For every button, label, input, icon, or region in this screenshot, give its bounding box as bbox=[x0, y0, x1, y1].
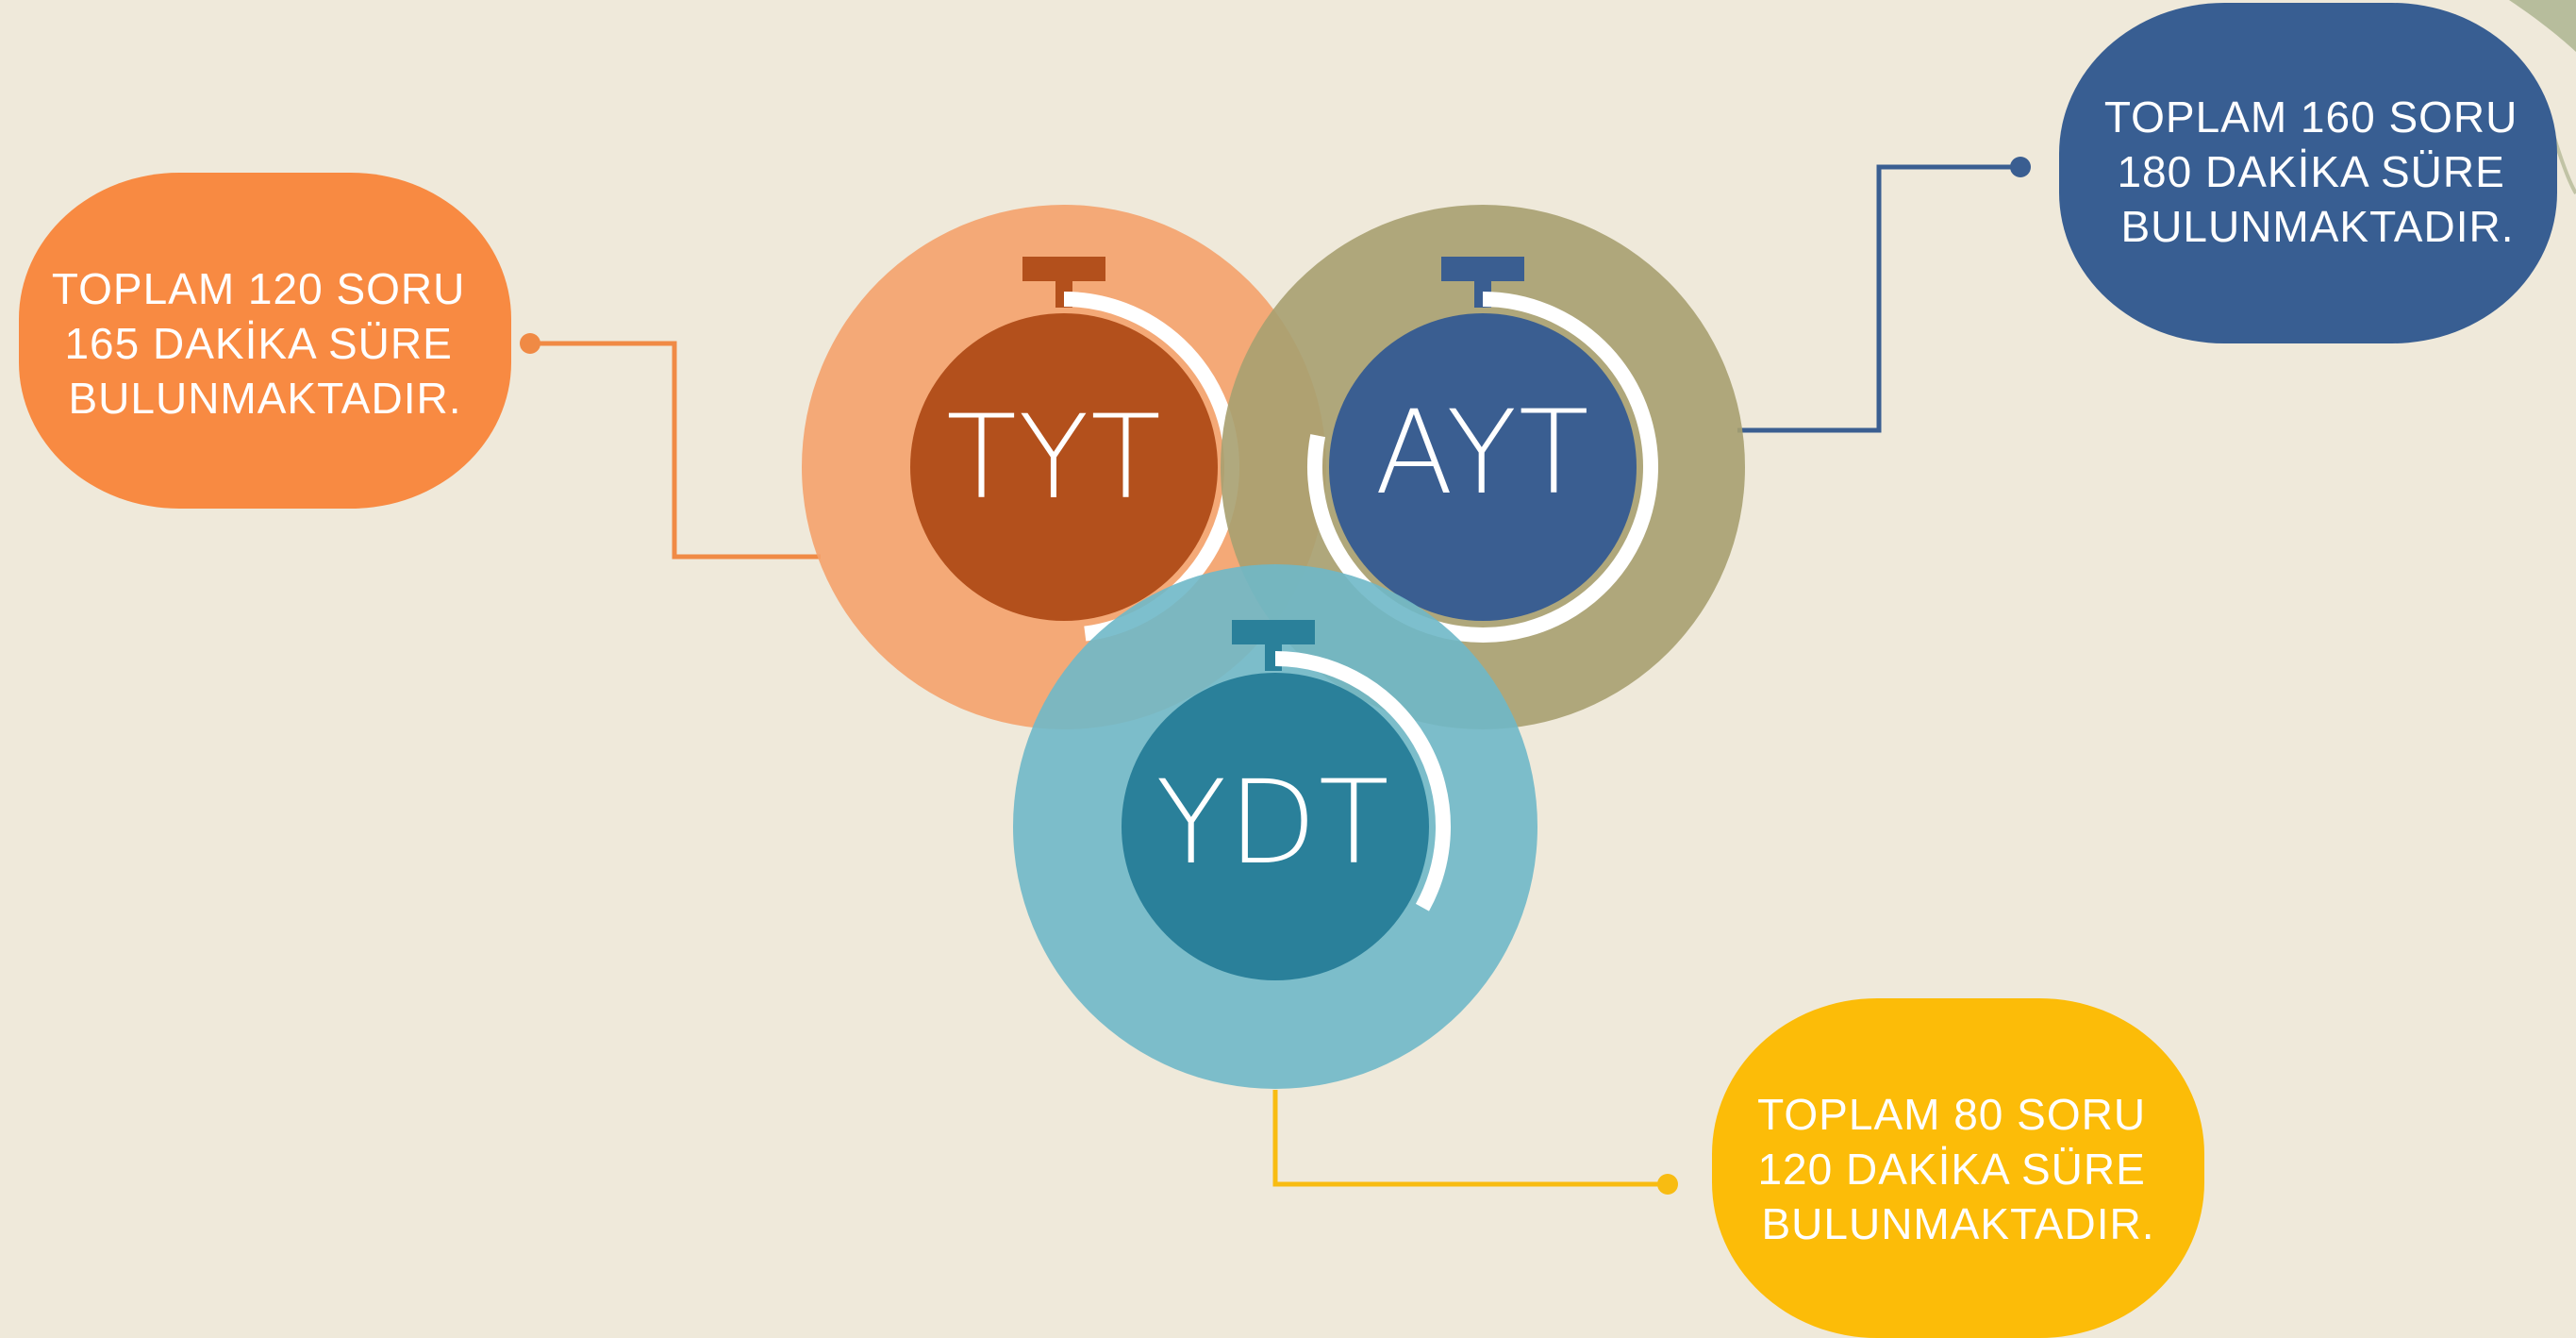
ydt-callout-line-1: TOPLAM 80 SORU bbox=[1757, 1090, 2146, 1139]
tyt-callout-box bbox=[19, 173, 511, 509]
ydt-timer-arc bbox=[1274, 651, 1451, 912]
connector-ydt bbox=[1272, 1090, 1678, 1195]
ydt-callout-line-3: BULUNMAKTADIR. bbox=[1762, 1199, 2155, 1248]
tyt-inner-circle bbox=[910, 313, 1218, 621]
tyt-label: TYT bbox=[946, 391, 1163, 525]
ydt-inner-circle bbox=[1122, 673, 1429, 980]
ayt-callout-line-3: BULUNMAKTADIR. bbox=[2121, 202, 2515, 251]
callout-ydt: TOPLAM 80 SORU 120 DAKİKA SÜRE BULUNMAKT… bbox=[1712, 998, 2204, 1338]
connector-tyt bbox=[520, 333, 821, 560]
ayt-callout-line-1: TOPLAM 160 SORU bbox=[2104, 92, 2518, 142]
ayt-callout-line-2: 180 DAKİKA SÜRE bbox=[2117, 147, 2504, 196]
callout-ayt: TOPLAM 160 SORU 180 DAKİKA SÜRE BULUNMAK… bbox=[2059, 3, 2557, 343]
ayt-callout-box bbox=[2059, 3, 2557, 343]
tyt-callout-line-1: TOPLAM 120 SORU bbox=[52, 264, 466, 313]
ydt-callout-line-2: 120 DAKİKA SÜRE bbox=[1757, 1145, 2145, 1194]
exam-circle-ydt: YDT bbox=[1013, 564, 1537, 1089]
svg-text:TOPLAM 80 SORU 120 DAKİK: TOPLAM 80 SORU 120 DAKİKA SÜRE BULUNMAKT… bbox=[1757, 1090, 2159, 1248]
ayt-stopwatch-crown-icon bbox=[1441, 257, 1524, 281]
svg-text:TOPLAM 160 SORU 180 DAKİ: TOPLAM 160 SORU 180 DAKİKA SÜRE BULUNMAK… bbox=[2104, 92, 2531, 251]
connector-ayt bbox=[1737, 157, 2031, 433]
svg-text:TOPLAM 120 SORU 165 DAKİ: TOPLAM 120 SORU 165 DAKİKA SÜRE BULUNMAK… bbox=[52, 264, 478, 423]
tyt-callout-line-3: BULUNMAKTADIR. bbox=[69, 374, 462, 423]
ayt-label: AYT bbox=[1374, 386, 1590, 520]
ayt-timer-arc bbox=[1307, 292, 1658, 643]
ydt-stopwatch-crown-icon bbox=[1232, 620, 1315, 644]
tyt-stopwatch-crown-icon bbox=[1022, 257, 1105, 281]
ydt-label: YDT bbox=[1156, 756, 1391, 890]
tyt-callout-line-2: 165 DAKİKA SÜRE bbox=[64, 319, 452, 368]
callout-tyt: TOPLAM 120 SORU 165 DAKİKA SÜRE BULUNMAK… bbox=[19, 173, 511, 509]
ydt-callout-box bbox=[1712, 998, 2204, 1338]
ayt-inner-circle bbox=[1329, 313, 1637, 621]
